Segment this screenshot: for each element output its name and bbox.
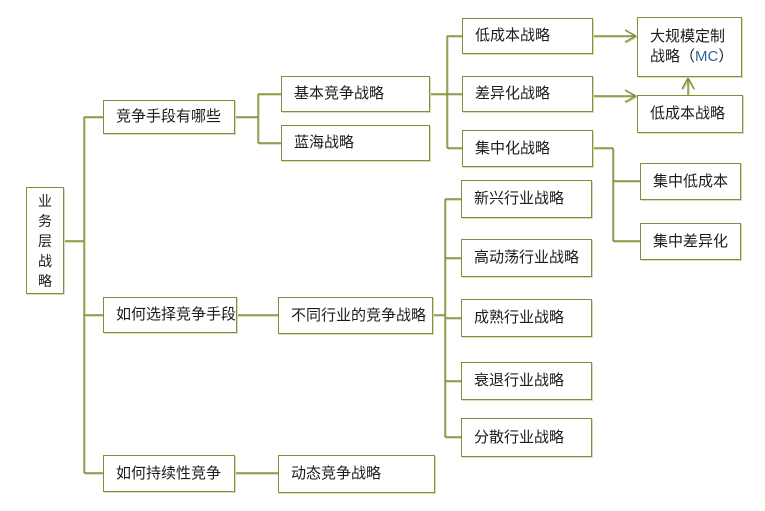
node-label: 竞争手段有哪些 <box>116 108 222 125</box>
node-low-cost-strategy-2: 低成本战略 <box>637 95 743 133</box>
node-label: 衰退行业战略 <box>474 372 565 389</box>
node-label: 蓝海战略 <box>294 134 355 151</box>
node-label: 业务层战略 <box>38 192 52 289</box>
node-how-to-choose: 如何选择竞争手段 <box>103 297 237 333</box>
node-focus-strategy: 集中化战略 <box>462 130 593 167</box>
node-emerging-industry-strategy: 新兴行业战略 <box>461 180 592 218</box>
node-label: 差异化战略 <box>475 85 551 102</box>
node-blue-ocean-strategy: 蓝海战略 <box>281 125 430 161</box>
node-label: 集中差异化 <box>653 232 729 250</box>
node-basic-competitive-strategy: 基本竞争战略 <box>281 76 430 112</box>
node-dynamic-competition-strategy: 动态竞争战略 <box>278 455 435 493</box>
node-label: 集中化战略 <box>475 139 551 157</box>
node-competitive-means: 竞争手段有哪些 <box>103 100 235 134</box>
node-label: 基本竞争战略 <box>294 85 385 102</box>
node-industry-strategies: 不同行业的竞争战略 <box>278 297 433 334</box>
node-how-to-sustain: 如何持续性竞争 <box>103 455 235 492</box>
node-low-cost-strategy: 低成本战略 <box>462 18 593 54</box>
node-turbulent-industry-strategy: 高动荡行业战略 <box>461 239 592 277</box>
mc-code: MC <box>695 48 719 65</box>
node-label: 动态竞争战略 <box>291 465 382 482</box>
node-focus-low-cost: 集中低成本 <box>640 163 741 200</box>
node-label: 如何持续性竞争 <box>116 464 222 482</box>
node-label: 集中低成本 <box>653 172 729 190</box>
node-label: 如何选择竞争手段 <box>116 306 237 323</box>
node-declining-industry-strategy: 衰退行业战略 <box>461 362 592 400</box>
node-label: 不同行业的竞争战略 <box>291 306 427 324</box>
node-focus-differentiation: 集中差异化 <box>640 223 741 260</box>
node-mass-customization-strategy: 大规模定制 战略（MC） <box>637 17 742 77</box>
node-business-level-strategy: 业务层战略 <box>26 187 64 294</box>
node-fragmented-industry-strategy: 分散行业战略 <box>461 418 592 457</box>
node-label: 成熟行业战略 <box>474 309 565 326</box>
node-label-line1: 大规模定制 <box>650 28 726 45</box>
node-label: 低成本战略 <box>475 27 551 44</box>
node-differentiation-strategy: 差异化战略 <box>462 76 593 112</box>
node-label: 新兴行业战略 <box>474 190 565 207</box>
node-label-line2: 战略（MC） <box>650 48 734 65</box>
node-label: 分散行业战略 <box>474 428 565 446</box>
node-mature-industry-strategy: 成熟行业战略 <box>461 299 592 337</box>
node-label: 低成本战略 <box>650 105 726 122</box>
node-label: 高动荡行业战略 <box>474 249 580 266</box>
